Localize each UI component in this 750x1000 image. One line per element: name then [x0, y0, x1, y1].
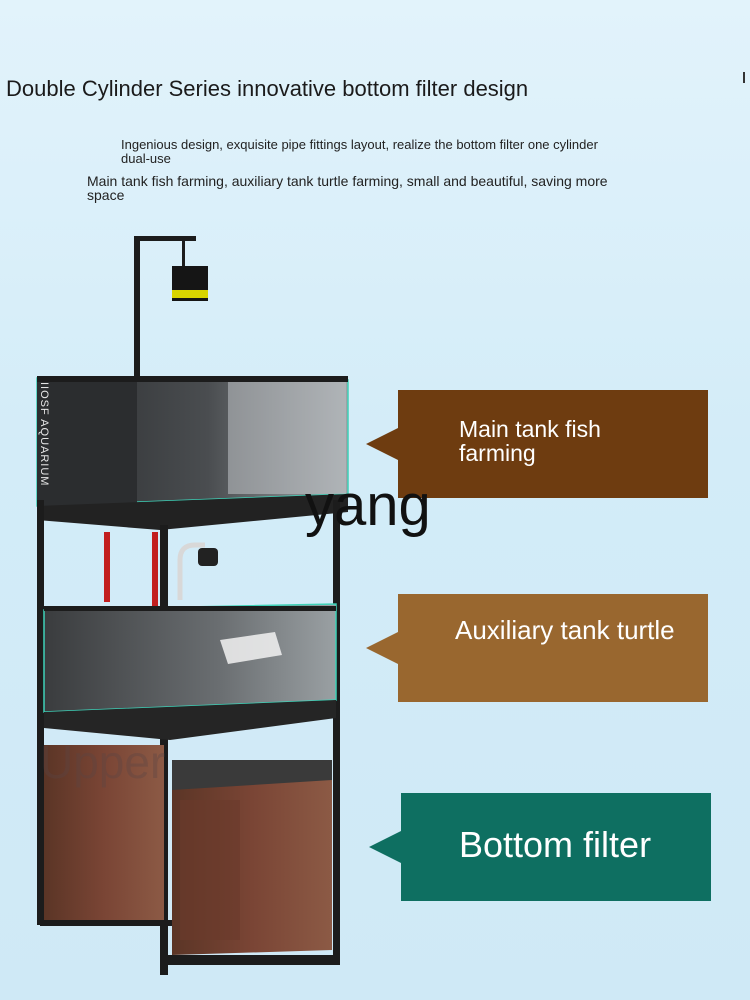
callout-pointer [366, 428, 398, 460]
callout-main-tank-label: Main tank fish farming [459, 416, 601, 466]
red-pipe-2 [152, 532, 158, 612]
callout-main-tank: Main tank fish farming [366, 390, 708, 498]
brand-text: IIOSF AQUARIUM [38, 382, 50, 486]
callout-pointer [366, 632, 398, 664]
callout-auxiliary-tank: Auxiliary tank turtle [366, 594, 708, 702]
main-tank: IIOSF AQUARIUM [36, 376, 349, 530]
subtitle-design: Ingenious design, exquisite pipe fitting… [121, 137, 598, 166]
watermark-text: yang [305, 473, 431, 538]
callout-pointer [369, 831, 401, 863]
callout-auxiliary-tank-label: Auxiliary tank turtle [455, 615, 675, 645]
pump-icon [198, 548, 218, 566]
subtitle-usage: Main tank fish farming, auxiliary tank t… [87, 173, 608, 203]
bottom-filter-tank [44, 745, 332, 955]
auxiliary-tank [43, 603, 337, 740]
bent-pipe [177, 542, 205, 600]
aquarium-illustration: IIOSF AQUARIUM [36, 236, 349, 975]
page-title: Double Cylinder Series innovative bottom… [6, 76, 529, 101]
callout-bottom-filter: Bottom filter [369, 793, 711, 901]
lamp-arm [134, 236, 196, 383]
lamp-icon [172, 266, 208, 301]
edge-mark [743, 72, 745, 83]
callout-bottom-filter-label: Bottom filter [459, 824, 652, 865]
faint-label: Upper [40, 736, 166, 788]
red-pipe [104, 532, 110, 602]
